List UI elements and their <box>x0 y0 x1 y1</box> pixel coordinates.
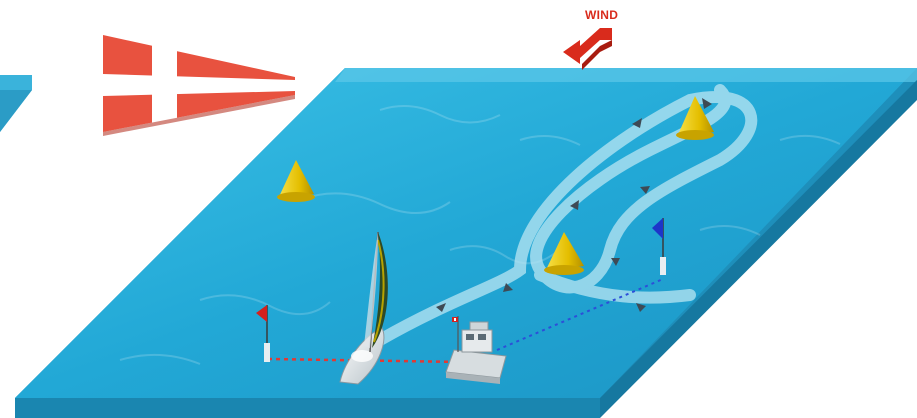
signal-pennant-flag <box>103 35 295 136</box>
wind-arrow-icon <box>563 28 612 70</box>
left-water-fragment <box>0 75 32 132</box>
wind-label: WIND <box>585 8 618 22</box>
